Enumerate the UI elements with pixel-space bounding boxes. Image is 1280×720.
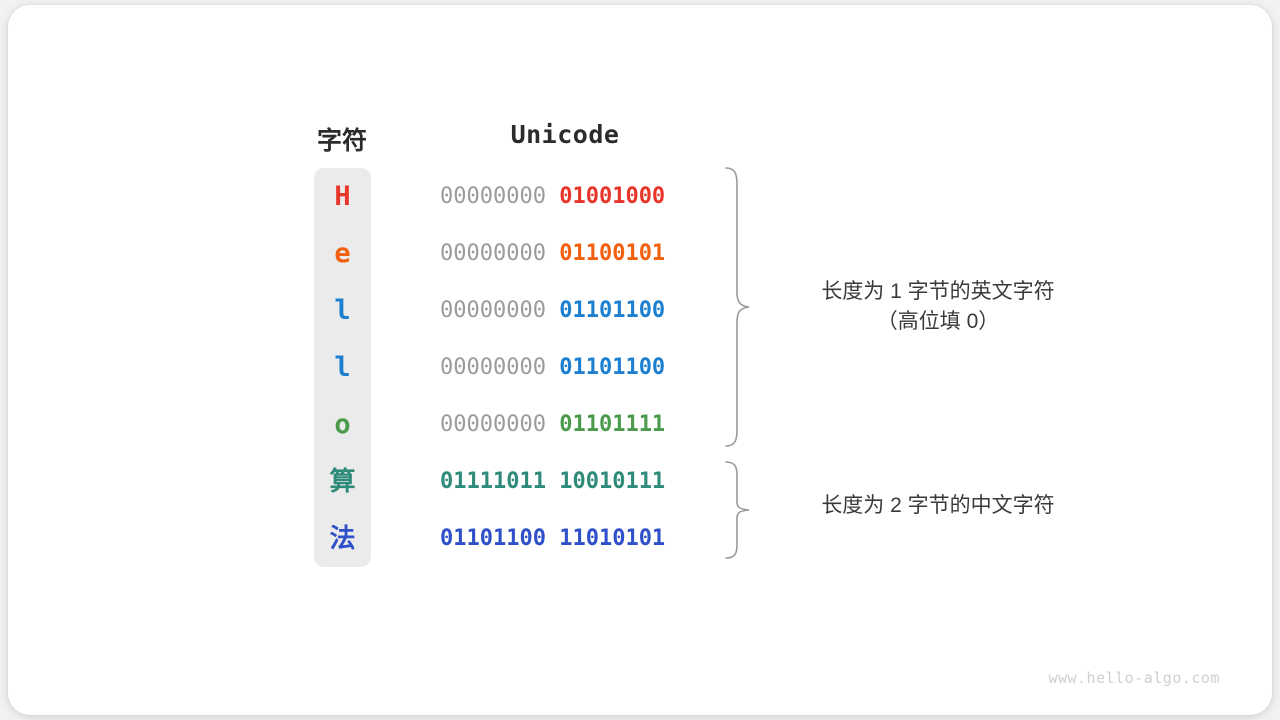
encoding-row: 法 01101100 11010101	[8, 510, 1272, 567]
row-high-byte: 00000000	[440, 412, 546, 437]
annotation-one-byte-label: 长度为 1 字节的英文字符 （高位填 0）	[821, 280, 1055, 333]
byte-separator	[546, 526, 559, 551]
row-binary-value: 00000000 01001000	[440, 168, 692, 225]
byte-separator	[546, 184, 559, 209]
character-column-background	[314, 168, 371, 567]
row-binary-value: 01101100 11010101	[440, 510, 692, 567]
row-low-byte: 10010111	[559, 469, 666, 494]
row-binary-value: 00000000 01101100	[440, 282, 692, 339]
row-binary-value: 01111011 10010111	[440, 453, 692, 510]
row-low-byte: 01100101	[559, 241, 666, 266]
encoding-row: 算 01111011 10010111	[8, 453, 1272, 510]
brace-two-byte	[724, 459, 752, 561]
row-high-byte: 01111011	[440, 469, 546, 494]
row-character: l	[334, 295, 351, 326]
annotation-two-byte-label: 长度为 2 字节的中文字符	[821, 494, 1055, 517]
row-low-byte: 01101111	[559, 412, 666, 437]
byte-separator	[546, 298, 559, 323]
watermark: www.hello-algo.com	[1048, 669, 1220, 687]
encoding-row: H 00000000 01001000	[8, 168, 1272, 225]
row-low-byte: 01101100	[559, 355, 666, 380]
byte-separator	[546, 412, 559, 437]
row-low-byte: 01001000	[559, 184, 666, 209]
row-high-byte: 00000000	[440, 184, 546, 209]
row-binary-value: 00000000 01100101	[440, 225, 692, 282]
encoding-row: l 00000000 01101100	[8, 282, 1272, 339]
byte-separator	[546, 241, 559, 266]
encoding-row: o 00000000 01101111	[8, 396, 1272, 453]
row-low-byte: 01101100	[559, 298, 666, 323]
row-high-byte: 00000000	[440, 298, 546, 323]
encoding-row: e 00000000 01100101	[8, 225, 1272, 282]
row-high-byte: 01101100	[440, 526, 546, 551]
row-binary-value: 00000000 01101111	[440, 396, 692, 453]
figure-card: 字符 Unicode H 00000000 01001000 e 00000000 0…	[8, 5, 1272, 715]
column-header-character: 字符	[316, 127, 368, 155]
row-high-byte: 00000000	[440, 241, 546, 266]
row-low-byte: 11010101	[559, 526, 666, 551]
byte-separator	[546, 469, 559, 494]
row-high-byte: 00000000	[440, 355, 546, 380]
byte-separator	[546, 355, 559, 380]
row-character: H	[334, 181, 351, 212]
row-binary-value: 00000000 01101100	[440, 339, 692, 396]
encoding-row: l 00000000 01101100	[8, 339, 1272, 396]
row-character: e	[334, 238, 351, 269]
column-header-unicode: Unicode	[510, 120, 620, 149]
brace-one-byte	[724, 165, 752, 449]
row-character: l	[334, 352, 351, 383]
row-character: 算	[329, 466, 356, 496]
row-character: o	[334, 409, 351, 440]
row-character: 法	[329, 523, 356, 553]
